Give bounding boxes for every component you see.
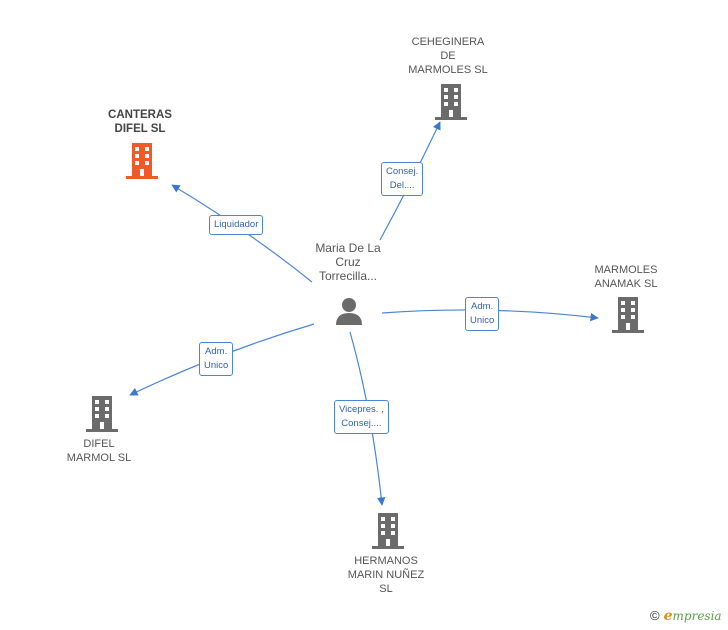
company-canteras-line2: DIFEL SL xyxy=(114,123,166,135)
company-anamak-line1: MARMOLES xyxy=(594,264,658,276)
relation-vicepres-line2: Consej.... xyxy=(341,418,382,429)
person-name-line2: Cruz xyxy=(335,255,361,269)
building-icon-difel-marmol[interactable] xyxy=(86,396,118,432)
company-difel-marmol-line2: MARMOL SL xyxy=(66,452,132,464)
relation-adm-difel-line2: Unico xyxy=(204,360,229,371)
company-hermanos-line1: HERMANOS xyxy=(354,555,418,567)
brand-rest: mpresia xyxy=(672,609,722,623)
company-ceheginera-label[interactable]: CEHEGINERA DE MARMOLES SL xyxy=(388,35,508,77)
empresia-logo[interactable]: ©empresia xyxy=(650,608,722,624)
person-icon[interactable] xyxy=(334,296,364,326)
copyright-icon: © xyxy=(650,608,660,623)
building-icon-hermanos[interactable] xyxy=(372,513,404,549)
company-hermanos-label[interactable]: HERMANOS MARIN NUÑEZ SL xyxy=(326,554,446,596)
relation-consej[interactable]: Consej. Del.... xyxy=(381,162,424,196)
company-hermanos-line3: SL xyxy=(379,583,393,595)
person-name-line3: Torrecilla... xyxy=(318,269,377,283)
company-ceheginera-line1: CEHEGINERA xyxy=(411,36,485,48)
relation-adm-difel[interactable]: Adm. Unico xyxy=(199,342,234,376)
person-name[interactable]: Maria De La Cruz Torrecilla... xyxy=(288,241,408,283)
relation-adm-difel-line1: Adm. xyxy=(205,346,228,357)
company-anamak-label[interactable]: MARMOLES ANAMAK SL xyxy=(566,263,686,291)
relation-consej-line1: Consej. xyxy=(386,166,419,177)
building-icon-anamak[interactable] xyxy=(612,297,644,333)
brand-e: e xyxy=(663,608,673,624)
relation-adm-anamak[interactable]: Adm. Unico xyxy=(465,297,500,331)
company-ceheginera-line2: DE xyxy=(440,50,456,62)
company-anamak-line2: ANAMAK SL xyxy=(594,278,658,290)
building-icon-ceheginera[interactable] xyxy=(435,84,467,120)
company-difel-marmol-line1: DIFEL xyxy=(83,438,115,450)
company-difel-marmol-label[interactable]: DIFEL MARMOL SL xyxy=(39,437,159,465)
company-canteras-line1: CANTERAS xyxy=(108,109,172,121)
company-canteras-label[interactable]: CANTERAS DIFEL SL xyxy=(80,108,200,136)
company-hermanos-line2: MARIN NUÑEZ xyxy=(347,569,425,581)
relation-liquidador-text: Liquidador xyxy=(214,219,259,230)
building-icon-canteras[interactable] xyxy=(126,143,158,179)
person-name-line1: Maria De La xyxy=(315,241,381,255)
company-ceheginera-line3: MARMOLES SL xyxy=(408,64,488,76)
relation-adm-anamak-line1: Adm. xyxy=(471,301,494,312)
relation-vicepres[interactable]: Vicepres. , Consej.... xyxy=(334,400,389,434)
relation-vicepres-line1: Vicepres. , xyxy=(339,404,384,415)
relation-adm-anamak-line2: Unico xyxy=(470,315,495,326)
relation-liquidador[interactable]: Liquidador xyxy=(209,215,264,235)
relation-consej-line2: Del.... xyxy=(389,180,415,191)
